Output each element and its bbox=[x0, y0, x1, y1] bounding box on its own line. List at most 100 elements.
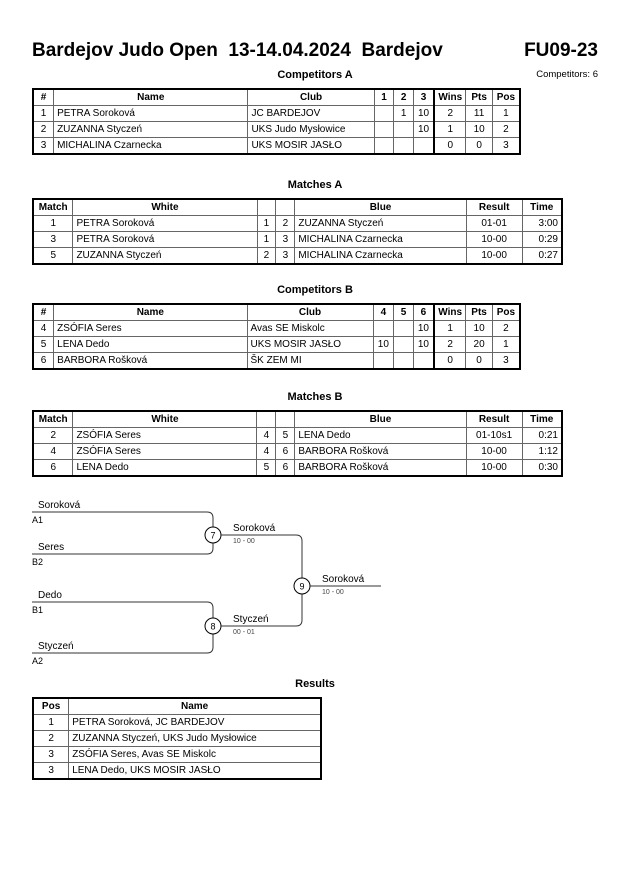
cell-grid-6: 10 bbox=[412, 320, 435, 337]
cell-match: 1 bbox=[32, 215, 74, 232]
table-header-row: # Name Club 4 5 6 Wins Pts Pos bbox=[32, 303, 521, 321]
bracket-entry-name: Styczeń bbox=[38, 641, 74, 652]
cell-wins: 1 bbox=[433, 121, 467, 138]
competitors-count: Competitors: 6 bbox=[536, 69, 598, 80]
cell-pos: 2 bbox=[491, 121, 521, 138]
cell-grid-2 bbox=[393, 137, 414, 155]
cell-grid-1 bbox=[373, 137, 395, 155]
bracket-node-winner: Soroková bbox=[322, 574, 365, 585]
cell-white: PETRA Soroková bbox=[72, 231, 258, 248]
cell-club: ŠK ZEM MI bbox=[246, 352, 374, 370]
table-row: 6 LENA Dedo 5 6 BARBORA Rošková 10-00 0:… bbox=[32, 459, 563, 477]
bracket-entry-seed: A2 bbox=[32, 656, 43, 666]
col-grid-1: 1 bbox=[373, 88, 395, 106]
cell-blue-num: 3 bbox=[275, 247, 296, 265]
competitors-a-table: # Name Club 1 2 3 Wins Pts Pos 1 PETRA S… bbox=[32, 88, 521, 155]
col-white: White bbox=[72, 198, 258, 216]
cell-num: 2 bbox=[32, 121, 55, 138]
cell-pos: 1 bbox=[491, 105, 521, 122]
cell-white-num: 5 bbox=[256, 459, 277, 477]
table-header-row: Pos Name bbox=[32, 697, 322, 715]
table-row: 3 PETRA Soroková 1 3 MICHALINA Czarnecka… bbox=[32, 231, 563, 248]
cell-name: ZSÓFIA Seres, Avas SE Miskolc bbox=[68, 746, 322, 763]
bracket-node-winner: Soroková bbox=[233, 523, 276, 534]
col-pts: Pts bbox=[465, 88, 493, 106]
cell-name: MICHALINA Czarnecka bbox=[53, 137, 249, 155]
cell-pos: 3 bbox=[32, 746, 70, 763]
section-title-matches-b: Matches B bbox=[287, 391, 343, 403]
section-title-competitors-b: Competitors B bbox=[277, 284, 353, 296]
table-row: 1 PETRA Soroková JC BARDEJOV 1 10 2 11 1 bbox=[32, 105, 521, 122]
table-row: 4 ZSÓFIA Seres Avas SE Miskolc 10 1 10 2 bbox=[32, 320, 521, 337]
table-header-row: Match White Blue Result Time bbox=[32, 198, 563, 216]
cell-grid-4 bbox=[372, 320, 395, 337]
cell-name: LENA Dedo, UKS MOSIR JASŁO bbox=[68, 762, 322, 780]
cell-name: PETRA Soroková bbox=[53, 105, 249, 122]
section-title-matches-a: Matches A bbox=[287, 179, 343, 191]
table-header-row: Match White Blue Result Time bbox=[32, 410, 563, 428]
cell-pos: 2 bbox=[32, 730, 70, 747]
cell-club: UKS MOSIR JASŁO bbox=[246, 336, 374, 353]
cell-name: BARBORA Rošková bbox=[53, 352, 248, 370]
col-grid-6: 6 bbox=[412, 303, 435, 321]
cell-white: ZSÓFIA Seres bbox=[72, 443, 258, 460]
knockout-bracket: Soroková A1 Seres B2 7 Soroková 10 - 00 … bbox=[0, 490, 630, 675]
cell-pts: 10 bbox=[465, 320, 493, 337]
cell-name: LENA Dedo bbox=[53, 336, 248, 353]
cell-white-num: 2 bbox=[256, 247, 277, 265]
col-match: Match bbox=[32, 410, 74, 428]
competitors-b-table: # Name Club 4 5 6 Wins Pts Pos 4 ZSÓFIA … bbox=[32, 303, 521, 370]
cell-blue: ZUZANNA Styczeń bbox=[294, 215, 467, 232]
cell-grid-3: 10 bbox=[412, 121, 435, 138]
table-row: 1 PETRA Soroková 1 2 ZUZANNA Styczeń 01-… bbox=[32, 215, 563, 232]
cell-wins: 2 bbox=[433, 336, 467, 353]
col-name: Name bbox=[53, 88, 249, 106]
cell-num: 4 bbox=[32, 320, 55, 337]
col-club: Club bbox=[247, 88, 375, 106]
table-row: 1 PETRA Soroková, JC BARDEJOV bbox=[32, 714, 322, 731]
section-title-competitors-a: Competitors A bbox=[277, 69, 353, 81]
col-match: Match bbox=[32, 198, 74, 216]
col-blue: Blue bbox=[294, 410, 467, 428]
cell-grid-6 bbox=[412, 352, 435, 370]
table-row: 3 MICHALINA Czarnecka UKS MOSIR JASŁO 0 … bbox=[32, 137, 521, 155]
table-row: 4 ZSÓFIA Seres 4 6 BARBORA Rošková 10-00… bbox=[32, 443, 563, 460]
cell-club: JC BARDEJOV bbox=[247, 105, 375, 122]
col-grid-4: 4 bbox=[372, 303, 395, 321]
matches-a-table: Match White Blue Result Time 1 PETRA Sor… bbox=[32, 198, 563, 265]
cell-name: ZUZANNA Styczeń, UKS Judo Mysłowice bbox=[68, 730, 322, 747]
col-time: Time bbox=[521, 198, 563, 216]
cell-grid-5 bbox=[393, 336, 414, 353]
cell-match: 3 bbox=[32, 231, 74, 248]
col-pos: Pos bbox=[491, 303, 521, 321]
cell-name: ZSÓFIA Seres bbox=[53, 320, 248, 337]
bracket-entry-seed: B1 bbox=[32, 605, 43, 615]
col-name: Name bbox=[53, 303, 248, 321]
cell-time: 3:00 bbox=[521, 215, 563, 232]
event-dates: 13-14.04.2024 bbox=[228, 40, 351, 61]
col-pos: Pos bbox=[32, 697, 70, 715]
cell-blue: BARBORA Rošková bbox=[294, 459, 467, 477]
cell-grid-4 bbox=[372, 352, 395, 370]
bracket-node-number: 7 bbox=[210, 531, 215, 541]
table-row: 3 ZSÓFIA Seres, Avas SE Miskolc bbox=[32, 746, 322, 763]
cell-white: PETRA Soroková bbox=[72, 215, 258, 232]
cell-time: 1:12 bbox=[521, 443, 563, 460]
cell-pts: 10 bbox=[465, 121, 493, 138]
cell-num: 3 bbox=[32, 137, 55, 155]
cell-white: ZSÓFIA Seres bbox=[72, 427, 258, 444]
col-time: Time bbox=[521, 410, 563, 428]
bracket-entry-seed: B2 bbox=[32, 557, 43, 567]
cell-pos: 1 bbox=[491, 336, 521, 353]
col-num: # bbox=[32, 88, 55, 106]
col-name: Name bbox=[68, 697, 322, 715]
table-header-row: # Name Club 1 2 3 Wins Pts Pos bbox=[32, 88, 521, 106]
cell-blue-num: 6 bbox=[275, 443, 296, 460]
cell-blue: LENA Dedo bbox=[294, 427, 467, 444]
cell-white-num: 1 bbox=[256, 231, 277, 248]
cell-pos: 1 bbox=[32, 714, 70, 731]
cell-blue-num: 5 bbox=[275, 427, 296, 444]
cell-club: UKS MOSIR JASŁO bbox=[247, 137, 375, 155]
cell-wins: 0 bbox=[433, 137, 467, 155]
